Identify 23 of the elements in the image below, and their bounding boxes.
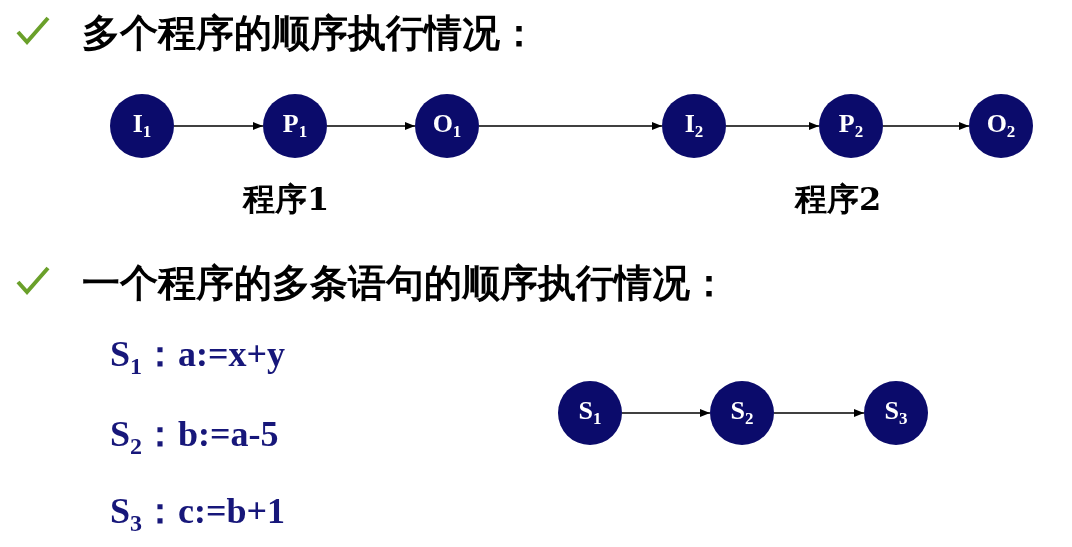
heading: 一个程序的多条语句的顺序执行情况： [82,260,728,307]
node-label: I$_{2}$ [684,109,704,143]
arrow [773,408,865,418]
arrow [882,121,970,131]
node-label: P$_{2}$ [838,109,864,143]
arrow [173,121,264,131]
arrow [621,408,711,418]
node-label: P$_{1}$ [282,109,308,143]
node-label: S$_{2}$ [730,396,754,430]
arrow [326,121,416,131]
node-label: O$_{2}$ [986,109,1016,143]
arrow [725,121,820,131]
program-label: 程序1 [243,179,330,220]
node-label: S$_{1}$ [578,396,602,430]
node-label: I$_{1}$ [132,109,152,143]
arrow [478,121,663,131]
statement: S$_{1}$：a:=x+y [110,333,286,381]
node-label: O$_{1}$ [432,109,462,143]
node-label: S$_{3}$ [884,396,908,430]
statement: S$_{3}$：c:=b+1 [110,490,286,538]
program-label: 程序2 [795,179,882,220]
heading: 多个程序的顺序执行情况： [82,10,538,57]
statement: S$_{2}$：b:=a-5 [110,413,279,461]
